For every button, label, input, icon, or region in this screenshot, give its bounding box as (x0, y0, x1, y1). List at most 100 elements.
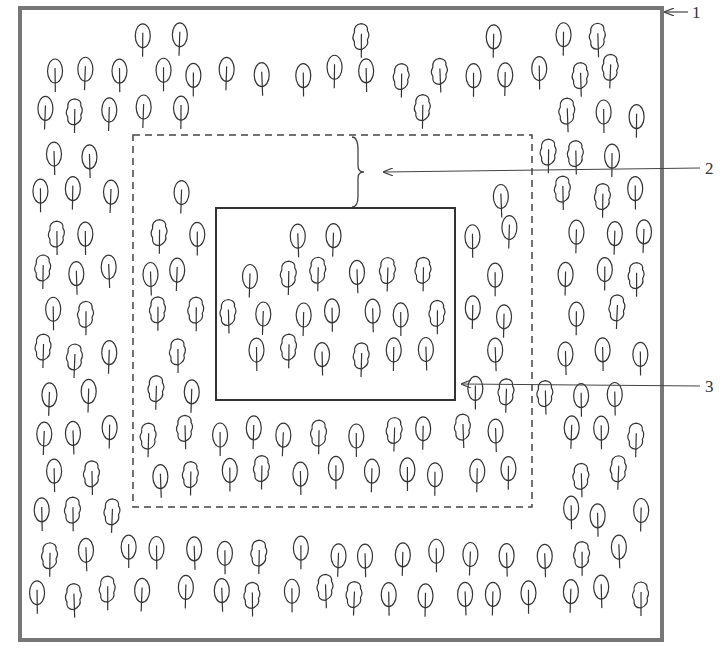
tree-stem (219, 432, 220, 456)
tree-stem (545, 391, 547, 415)
tree-stem (85, 311, 86, 335)
tree-stem (604, 267, 605, 291)
tree-stem (472, 234, 473, 258)
tree-stem (575, 151, 577, 175)
tree-stem (614, 392, 616, 416)
tree-stem (85, 231, 86, 255)
tree-stem (256, 347, 258, 371)
tree-stem (176, 267, 178, 291)
tree-stem (107, 586, 108, 610)
leader-line (384, 168, 700, 172)
tree-stem (505, 389, 507, 413)
tree-stem (611, 153, 612, 177)
tree-stem (635, 186, 636, 210)
tree-stem (303, 73, 304, 97)
tree-stem (617, 466, 619, 490)
tree-stem (184, 425, 186, 449)
tree-crown (317, 574, 333, 600)
brace (352, 137, 364, 207)
tree-crown (431, 58, 447, 84)
tree-stem (157, 307, 158, 331)
tree-stem (325, 584, 327, 608)
tree-stem (332, 233, 334, 257)
tree-stem (601, 425, 602, 449)
tree-stem (185, 584, 187, 608)
tree-stem (528, 590, 529, 614)
tree-stem (462, 424, 464, 448)
tree-stem (476, 468, 478, 492)
tree-stem (495, 428, 497, 452)
tree-stem (180, 105, 181, 129)
tree-stem (109, 425, 111, 449)
tree-symbols (30, 23, 652, 618)
tree-stem (156, 545, 158, 569)
tree-stem (252, 592, 253, 616)
tree-stem (197, 231, 198, 255)
tree-stem (74, 109, 75, 133)
tree-stem (108, 264, 110, 288)
leader-line (665, 11, 688, 12)
tree-stem (190, 472, 192, 496)
tree-stem (575, 229, 577, 253)
tree-crown (454, 414, 470, 440)
tree-stem (288, 271, 290, 295)
tree-stem (249, 273, 251, 297)
tree-stem (53, 151, 55, 175)
tree-stem (636, 114, 637, 138)
tree-stem (387, 268, 389, 292)
tree-stem (160, 474, 162, 498)
tree-stem (36, 590, 37, 614)
tree-stem (41, 507, 43, 531)
tree-stem (91, 471, 93, 495)
tree-stem (73, 354, 75, 378)
tree-stem (562, 186, 564, 210)
tree-stem (640, 592, 641, 616)
tree-stem (475, 385, 476, 409)
tree-stem (228, 309, 230, 333)
tree-stem (72, 507, 73, 531)
tree-stem (640, 507, 642, 531)
tree-stem (424, 593, 426, 617)
tree-stem (318, 430, 320, 454)
tree-stem (565, 351, 567, 375)
tree-stem (356, 433, 357, 457)
tree-stem (581, 393, 583, 417)
tree-stem (44, 105, 46, 129)
tree-stem (89, 154, 91, 178)
tree-stem (300, 545, 301, 569)
tree-stem (300, 471, 302, 495)
tree-stem (43, 431, 45, 455)
tree-stem (603, 109, 605, 133)
tree-stem (508, 225, 510, 249)
tree-stem (42, 344, 44, 368)
tree-stem (401, 74, 402, 98)
tree-stem (640, 351, 641, 375)
tree-stem (261, 72, 263, 96)
tree-stem (84, 66, 86, 90)
tree-stem (436, 548, 437, 572)
callout-number: 1 (690, 3, 703, 22)
tree-stem (569, 589, 571, 613)
tree-stem (616, 305, 618, 329)
tree-stem (317, 267, 319, 291)
tree-stem (503, 314, 505, 338)
tree-stem (469, 552, 471, 576)
tree-stem (141, 587, 143, 611)
tree-stem (229, 467, 230, 491)
tree-stem (155, 386, 157, 410)
tree-stem (178, 32, 180, 56)
tree-stem (109, 189, 111, 213)
tree-stem (581, 552, 582, 576)
tree-stem (393, 428, 395, 452)
tree-stem (87, 388, 89, 412)
tree-stem (331, 308, 333, 332)
tree-stem (366, 68, 368, 92)
tree-stem (337, 553, 339, 577)
tree-stem (42, 265, 44, 289)
tree-stem (493, 34, 495, 58)
tree-stem (364, 553, 366, 577)
tree-stem (581, 473, 583, 497)
tree-stem (225, 66, 227, 90)
tree-stem (353, 592, 355, 616)
tree-stem (400, 312, 401, 336)
